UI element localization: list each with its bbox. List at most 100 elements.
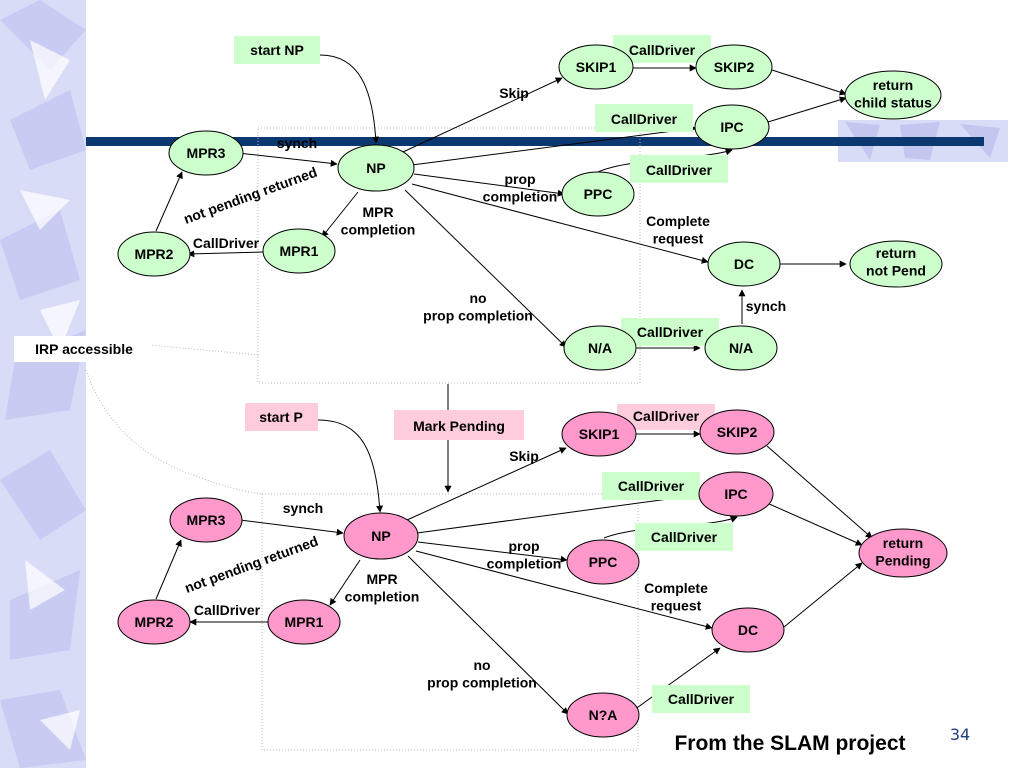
edge-np-mpr1 — [321, 191, 359, 238]
irp-connector-curve — [85, 369, 263, 495]
calldriver-ppc-label: CallDriver — [651, 529, 718, 545]
node-skip1 — [558, 44, 634, 90]
edge-mpr3-np — [237, 152, 338, 167]
edge-np-na1 — [404, 189, 567, 348]
node-return-not-pend — [849, 240, 943, 288]
node-na-1 — [563, 325, 637, 371]
node-skip2-label: SKIP2 — [714, 59, 755, 75]
edge-np-na — [407, 555, 569, 715]
footer-title: From the SLAM project — [674, 732, 905, 755]
node-mpr2 — [117, 231, 191, 277]
edge-dc-return — [783, 562, 863, 628]
edge-na-dc — [633, 647, 721, 711]
node-ppc-label: PPC — [584, 186, 613, 202]
edge-skip2-return — [771, 69, 847, 96]
node-skip2-label: SKIP2 — [717, 424, 758, 440]
node-na — [566, 692, 640, 738]
node-na-2-label: N/A — [729, 340, 753, 356]
top-diagram: start NP CallDriver CallDriver CallDrive… — [117, 35, 943, 371]
label-synch: synch — [283, 500, 323, 516]
node-ppc — [561, 171, 635, 217]
calldriver-ipc-label: CallDriver — [618, 478, 685, 494]
node-ppc-label: PPC — [589, 554, 618, 570]
edge-mpr3-np — [239, 519, 344, 536]
label-line-2: completion — [345, 589, 420, 605]
label-line-2: request — [651, 598, 702, 614]
node-ipc-label: IPC — [720, 119, 743, 135]
header-bar — [86, 137, 984, 146]
node-na-2 — [704, 325, 778, 371]
calldriver-ppc-box — [630, 155, 728, 183]
mark-pending-box — [394, 410, 524, 440]
edge-np-dc — [415, 550, 713, 630]
irp-accessible-box — [14, 336, 152, 362]
node-skip1-label: SKIP1 — [579, 426, 620, 442]
calldriver-skip-label: CallDriver — [629, 42, 696, 58]
node-mpr1-label: MPR1 — [285, 614, 324, 630]
calldriver-ppc-label: CallDriver — [646, 162, 713, 178]
edge-np-dc — [411, 183, 709, 264]
node-np — [337, 144, 415, 192]
bottom-diagram: start P Mark Pending CallDriver CallDriv… — [117, 403, 948, 738]
node-np-label: NP — [371, 528, 390, 544]
node-mpr1-label: MPR1 — [280, 243, 319, 259]
node-skip1 — [561, 411, 637, 457]
node-na-1-label: N/A — [588, 340, 612, 356]
edge-np-ipc — [411, 125, 697, 166]
label-line-2: completion — [341, 222, 416, 238]
calldriver-ppc-box — [635, 523, 733, 551]
label-skip: Skip — [499, 85, 529, 101]
start-p-label: start P — [259, 409, 303, 425]
calldriver-na-label: CallDriver — [668, 691, 735, 707]
node-ppc — [566, 539, 640, 585]
label-synch: synch — [277, 135, 317, 151]
node-mpr1 — [267, 599, 341, 645]
node-mpr3-label: MPR3 — [187, 512, 226, 528]
edge-np-ppc — [413, 173, 565, 197]
node-mpr3 — [168, 130, 244, 176]
edge-np-mpr1 — [329, 559, 361, 606]
node-np-label: NP — [366, 160, 385, 176]
edge-mpr2-mpr3 — [155, 171, 183, 232]
irp-connector-line — [149, 344, 259, 356]
label-calldriver-mpr: CallDriver — [194, 602, 261, 618]
label-line-2: not Pend — [866, 263, 926, 279]
edge-mpr1-mpr2 — [187, 250, 265, 258]
node-dc-label: DC — [734, 256, 754, 272]
node-skip1-label: SKIP1 — [576, 59, 617, 75]
calldriver-ipc-box — [595, 104, 693, 132]
node-mpr2-label: MPR2 — [135, 614, 174, 630]
node-mpr1 — [262, 228, 336, 274]
left-decor-strip — [0, 0, 86, 768]
node-dc-label: DC — [738, 622, 758, 638]
page-number: 34 — [950, 725, 970, 744]
top-region — [257, 127, 641, 384]
label-line-2: prop completion — [427, 675, 537, 691]
edge-start-np — [319, 54, 380, 144]
label-line-2: child status — [854, 95, 932, 111]
node-dc — [707, 241, 781, 287]
node-mpr2-label: MPR2 — [135, 246, 174, 262]
node-ipc-label: IPC — [724, 486, 747, 502]
node-na-label: N?A — [589, 707, 618, 723]
calldriver-ipc-box — [602, 472, 700, 500]
start-np-label: start NP — [250, 42, 304, 58]
label-line-2: completion — [483, 189, 558, 205]
node-mpr3 — [169, 497, 243, 543]
start-np-box — [234, 36, 320, 64]
edge-np-ppc — [417, 541, 568, 563]
node-return-pending — [858, 528, 948, 578]
bottom-region — [261, 493, 639, 751]
label-calldriver-mpr: CallDriver — [193, 235, 260, 251]
